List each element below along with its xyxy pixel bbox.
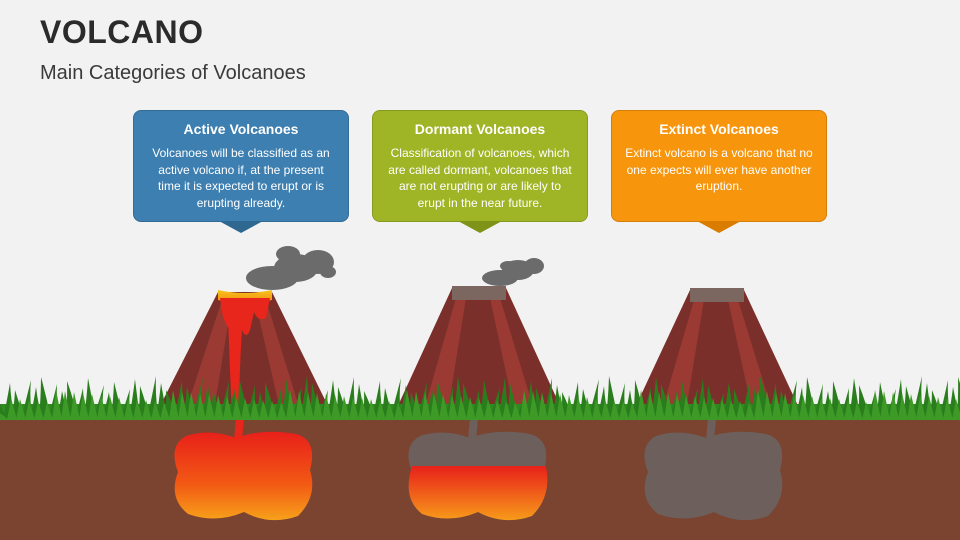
card-text: Extinct volcano is a volcano that no one… <box>625 146 813 193</box>
grass-blades-back <box>0 376 960 420</box>
card-heading: Extinct Volcanoes <box>659 121 779 137</box>
active-volcano <box>158 290 330 420</box>
extinct-magma-chamber <box>644 418 783 521</box>
callout-pointer <box>219 221 263 233</box>
card-heading: Dormant Volcanoes <box>414 121 546 137</box>
card-text: Volcanoes will be classified as an activ… <box>152 146 330 210</box>
callout-pointer <box>458 221 502 233</box>
page-subtitle: Main Categories of Volcanoes <box>40 62 306 84</box>
dormant-smoke <box>482 258 544 286</box>
card-text: Classification of volcanoes, which are c… <box>388 146 572 210</box>
card-dormant-volcanoes: Dormant Volcanoes Classification of volc… <box>372 110 588 233</box>
grass-blades-front <box>0 390 960 420</box>
page-title: VOLCANO <box>40 14 204 50</box>
card-extinct-volcanoes: Extinct Volcanoes Extinct volcano is a v… <box>611 110 827 233</box>
card-active-volcanoes: Active Volcanoes Volcanoes will be class… <box>133 110 349 233</box>
active-smoke <box>246 246 336 290</box>
dormant-magma-chamber <box>408 418 548 521</box>
callout-pointer <box>697 221 741 233</box>
dormant-volcano <box>396 286 562 410</box>
card-heading: Active Volcanoes <box>183 121 299 137</box>
active-magma-chamber <box>174 418 313 521</box>
grass <box>0 376 960 420</box>
